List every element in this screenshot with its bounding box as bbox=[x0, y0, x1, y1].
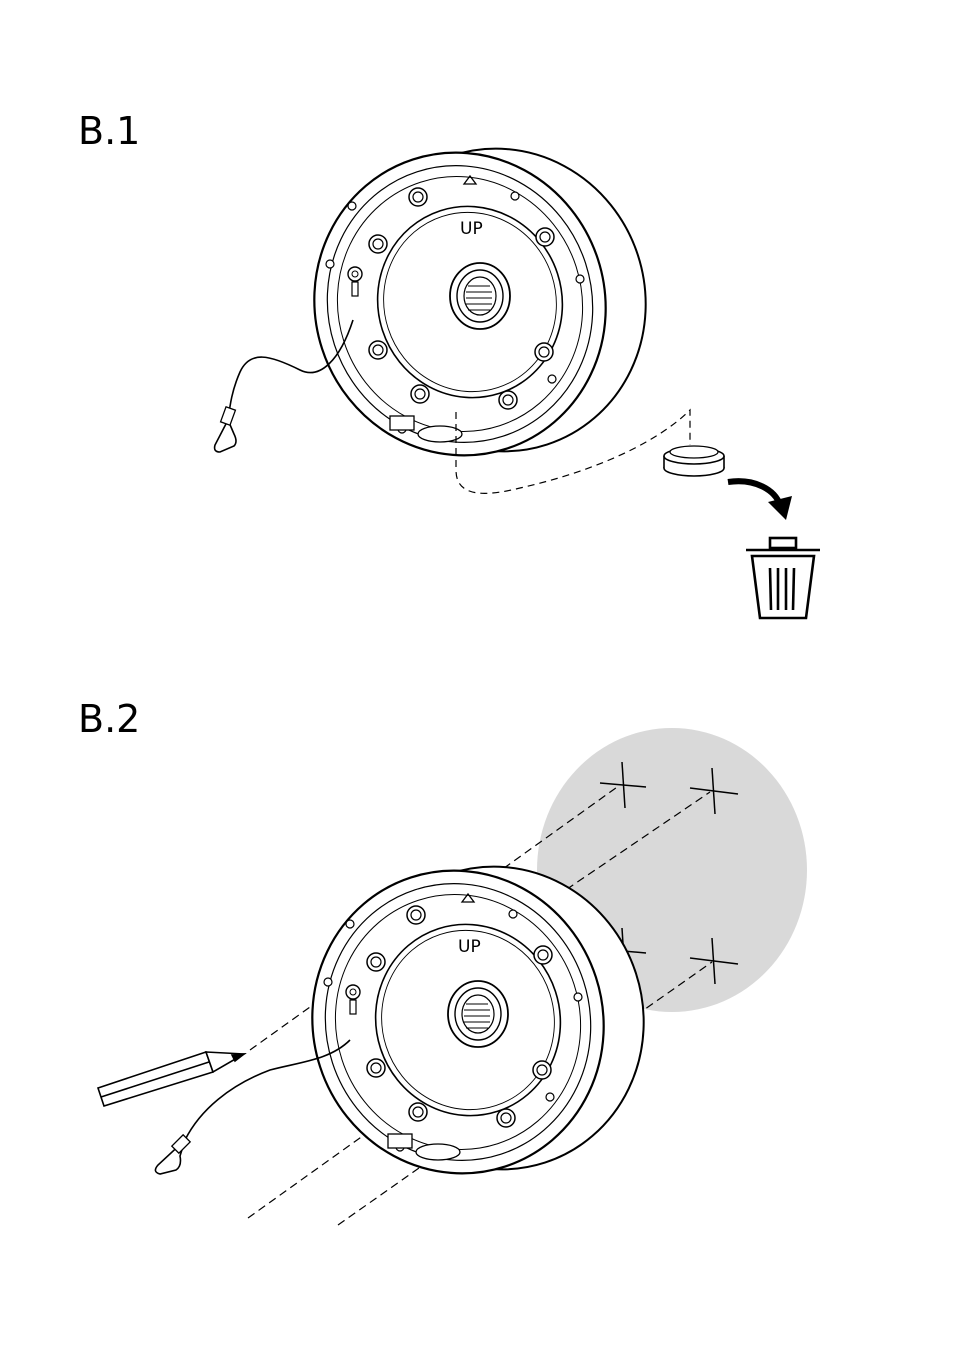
rubber-plug bbox=[664, 446, 724, 476]
up-marking-b1: UP bbox=[460, 219, 483, 239]
up-marking-b2: UP bbox=[458, 937, 481, 957]
trash-can-icon bbox=[746, 538, 820, 618]
mount-base-b1: UP bbox=[275, 111, 685, 494]
curved-arrow-icon bbox=[728, 481, 792, 520]
cable-loop-b1 bbox=[215, 420, 236, 452]
pencil-icon bbox=[98, 1052, 244, 1106]
